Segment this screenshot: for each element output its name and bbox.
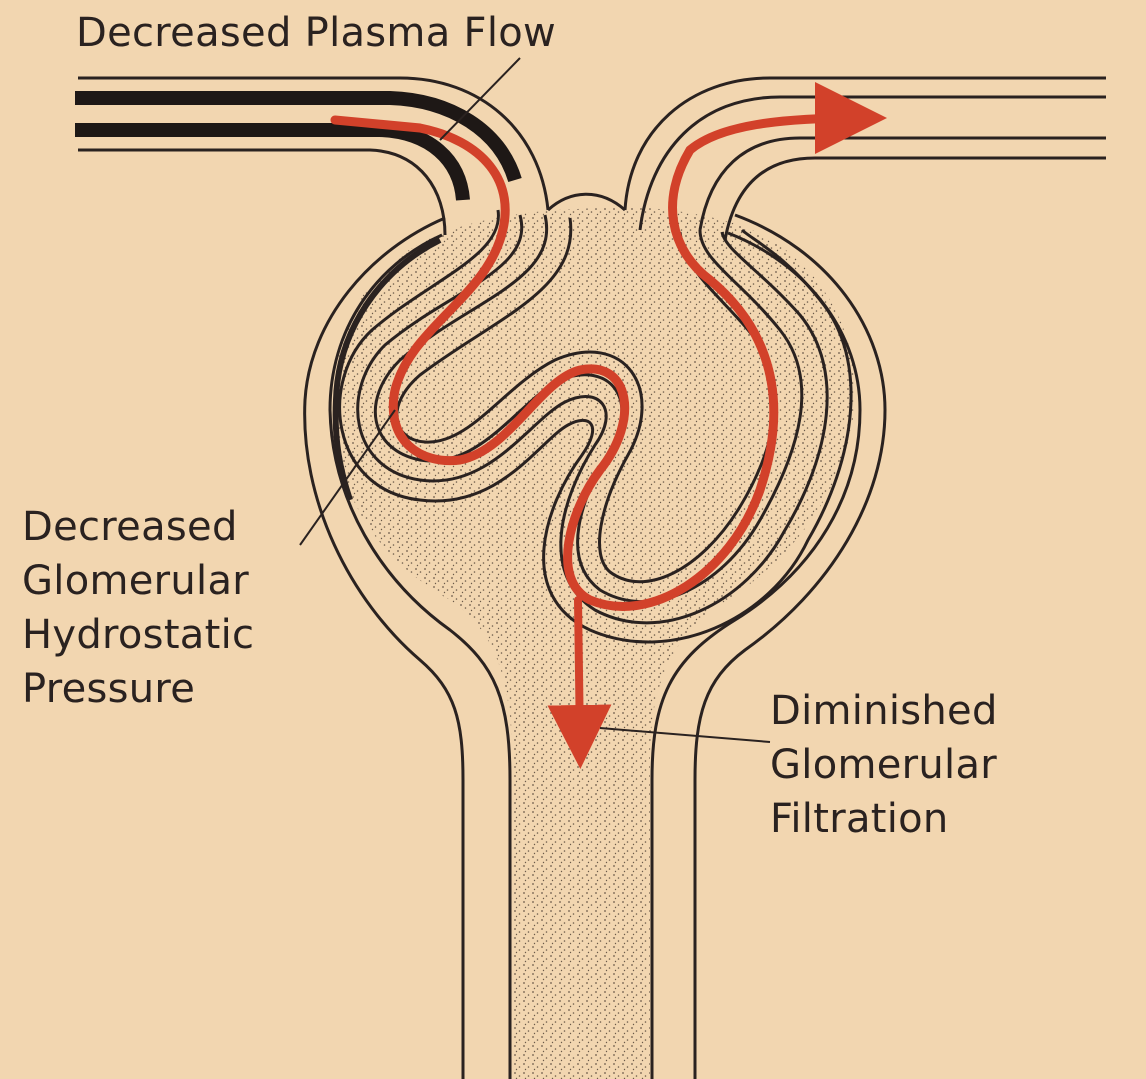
pressure-label-line: Pressure <box>22 662 254 716</box>
pressure-label-line: Hydrostatic <box>22 608 254 662</box>
filtration-label-line: Diminished <box>770 684 998 738</box>
hydrostatic-pressure-label: Decreased Glomerular Hydrostatic Pressur… <box>22 500 254 716</box>
efferent-arteriole-inner-top <box>640 97 1106 230</box>
pressure-label-line: Decreased <box>22 500 254 554</box>
efferent-arteriole-outer-bottom <box>725 158 1106 240</box>
plasma-flow-label: Decreased Plasma Flow <box>76 6 556 60</box>
bowman-space-filtrate <box>335 207 856 1079</box>
filtration-arrow <box>578 600 580 745</box>
pressure-label-line: Glomerular <box>22 554 254 608</box>
filtration-label: Diminished Glomerular Filtration <box>770 684 998 846</box>
afferent-arteriole-outer-bottom <box>78 150 445 235</box>
filtration-label-line: Filtration <box>770 792 998 846</box>
filtration-label-line: Glomerular <box>770 738 998 792</box>
efferent-arteriole-inner-bottom <box>700 138 1106 230</box>
afferent-arteriole-thick-bottom <box>75 130 463 200</box>
